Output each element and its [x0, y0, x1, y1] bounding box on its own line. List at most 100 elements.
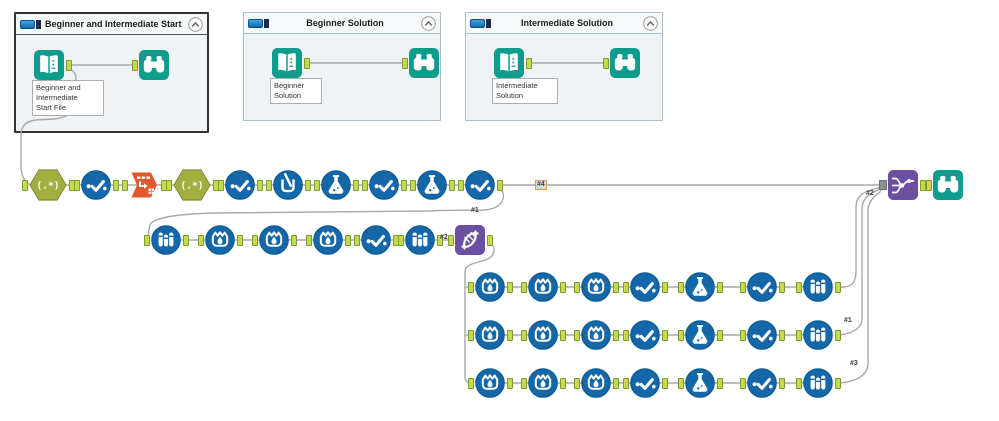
formula-tool[interactable]	[416, 169, 448, 201]
connection-wire[interactable]	[834, 187, 882, 336]
connector-port	[252, 235, 258, 246]
connector-port	[560, 330, 566, 341]
data-cleansing-tool[interactable]	[312, 224, 344, 256]
sample-icon	[803, 272, 833, 302]
regex-tool[interactable]: (.*)	[172, 168, 212, 202]
connector-port	[437, 235, 443, 246]
data-cleansing-tool[interactable]	[258, 224, 290, 256]
data-cleansing-icon	[205, 225, 235, 255]
collapse-arrow-icon	[643, 15, 658, 31]
union-tool[interactable]	[887, 169, 919, 201]
input-data-tool[interactable]	[33, 49, 65, 81]
connector-port	[662, 330, 668, 341]
container-header[interactable]: Beginner and Intermediate Start File	[16, 14, 207, 35]
connection-wire[interactable]	[144, 187, 505, 241]
connection-label: #3	[850, 360, 858, 367]
input-data-tool[interactable]	[271, 47, 303, 79]
data-cleansing-tool[interactable]	[527, 367, 559, 399]
connection-wire[interactable]	[834, 188, 882, 384]
select-tool[interactable]	[629, 271, 661, 303]
connector-port	[623, 378, 629, 389]
data-cleansing-tool[interactable]	[527, 271, 559, 303]
formula-tool[interactable]	[684, 271, 716, 303]
data-cleansing-icon	[259, 225, 289, 255]
sample-icon	[803, 320, 833, 350]
connector-port	[314, 180, 320, 191]
connector-port	[468, 378, 474, 389]
select-tool[interactable]	[746, 319, 778, 351]
select-tool[interactable]	[464, 169, 496, 201]
select-tool[interactable]	[746, 367, 778, 399]
browse-tool[interactable]	[609, 47, 641, 79]
connector-port	[835, 330, 841, 341]
connection-wire[interactable]	[464, 240, 495, 377]
data-cleansing-tool[interactable]	[580, 271, 612, 303]
connector-port	[401, 180, 407, 191]
sample-tool[interactable]	[802, 319, 834, 351]
connector-port	[920, 180, 926, 191]
connector-port	[603, 58, 609, 69]
connector-port	[926, 180, 932, 191]
select-tool[interactable]	[360, 224, 392, 256]
container-grip-icon	[248, 18, 269, 28]
select-tool[interactable]	[629, 319, 661, 351]
sample-tool[interactable]	[802, 271, 834, 303]
select-tool[interactable]	[224, 169, 256, 201]
regex-tool[interactable]: (.*)	[28, 168, 68, 202]
collapse-button[interactable]	[643, 15, 658, 31]
data-cleansing-tool[interactable]	[474, 319, 506, 351]
formula-icon	[417, 170, 447, 200]
select-tool[interactable]	[629, 367, 661, 399]
formula-tool[interactable]	[684, 319, 716, 351]
formula-tool[interactable]	[320, 169, 352, 201]
data-cleansing-tool[interactable]	[527, 319, 559, 351]
connector-port	[497, 180, 503, 191]
connector-port	[613, 330, 619, 341]
collapse-arrow-icon	[421, 15, 436, 31]
connection-wire[interactable]	[20, 66, 77, 186]
data-cleansing-icon	[313, 225, 343, 255]
browse-tool[interactable]	[408, 47, 440, 79]
container-header[interactable]: Beginner Solution	[244, 13, 440, 34]
data-cleansing-tool[interactable]	[474, 271, 506, 303]
browse-tool[interactable]	[932, 169, 964, 201]
browse-tool[interactable]	[138, 49, 170, 81]
formula-tool[interactable]	[684, 367, 716, 399]
data-cleansing-tool[interactable]	[580, 319, 612, 351]
select-tool[interactable]	[80, 169, 112, 201]
data-cleansing-tool[interactable]	[204, 224, 236, 256]
input-data-icon	[272, 48, 302, 78]
select-tool[interactable]	[746, 271, 778, 303]
connector-port	[198, 235, 204, 246]
connector-port	[779, 282, 785, 293]
connector-port	[623, 330, 629, 341]
connector-port	[113, 180, 119, 191]
dna-macro-tool[interactable]	[454, 224, 486, 256]
connection-wire[interactable]	[835, 186, 882, 288]
data-cleansing-tool[interactable]	[580, 367, 612, 399]
connector-port	[144, 235, 150, 246]
select-tool[interactable]	[368, 169, 400, 201]
sample-tool[interactable]	[150, 224, 182, 256]
connector-port	[717, 282, 723, 293]
select-icon	[465, 170, 495, 200]
container-header[interactable]: Intermediate Solution	[466, 13, 662, 34]
data-cleansing-tool[interactable]	[474, 367, 506, 399]
collapse-button[interactable]	[188, 16, 203, 32]
connector-port	[304, 58, 310, 69]
connector-port	[487, 235, 493, 246]
input-data-tool[interactable]	[493, 47, 525, 79]
sample-tool[interactable]	[404, 224, 436, 256]
input-data-icon	[34, 50, 64, 80]
multi-row-formula-tool[interactable]	[272, 169, 304, 201]
sample-tool[interactable]	[802, 367, 834, 399]
connection-label: #2	[866, 190, 874, 197]
collapse-button[interactable]	[421, 15, 436, 31]
connector-port	[678, 330, 684, 341]
connector-port	[526, 58, 532, 69]
container-grip-icon	[470, 18, 491, 28]
text-to-columns-tool[interactable]	[128, 169, 160, 201]
